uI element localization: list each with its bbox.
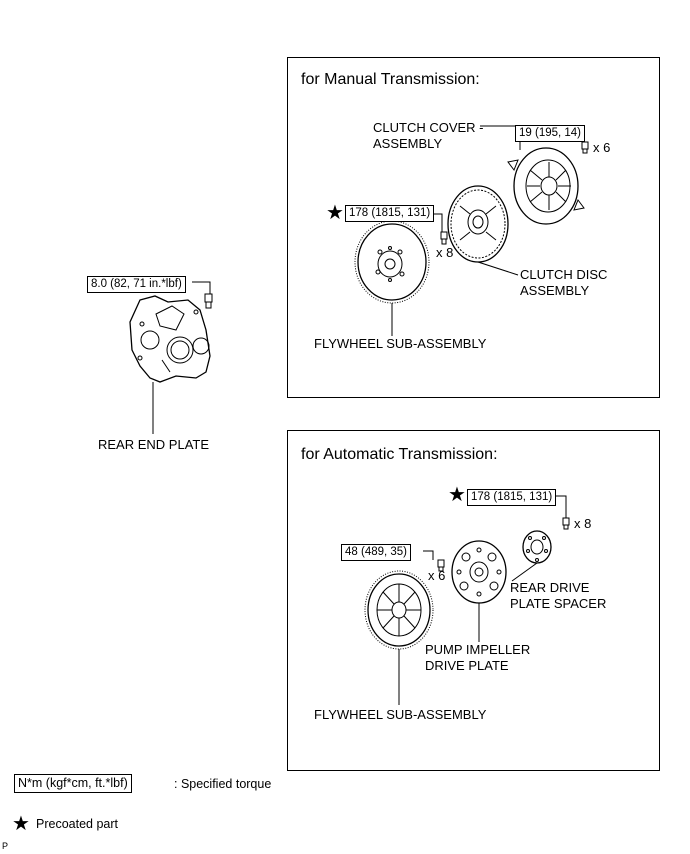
star-icon: ★ xyxy=(12,813,30,835)
manual-flywheel-part xyxy=(354,220,430,304)
manual-flywheel-qty: x 8 xyxy=(436,245,454,260)
clutch-cover-label: CLUTCH COVER - ASSEMBLY xyxy=(373,120,484,151)
clutch-cover-torque: 19 (195, 14) xyxy=(515,125,586,142)
rear-end-plate-label: REAR END PLATE xyxy=(98,437,210,452)
clutch-cover-qty: x 6 xyxy=(593,140,611,155)
drive-plate-qty: x 6 xyxy=(428,568,446,583)
legend-torque-box: N*m (kgf*cm, ft.*lbf) xyxy=(14,774,132,793)
auto-flywheel-part xyxy=(364,570,434,650)
rear-end-plate-part xyxy=(129,295,211,383)
legend-torque-desc: : Specified torque xyxy=(174,777,272,791)
manual-flywheel-bolt xyxy=(440,231,448,245)
spacer-qty: x 8 xyxy=(574,516,592,531)
manual-panel-title: for Manual Transmission: xyxy=(301,71,480,88)
manual-transmission-panel xyxy=(287,57,660,398)
manual-flywheel-torque: 178 (1815, 131) xyxy=(345,205,435,222)
clutch-disc-label: CLUTCH DISC ASSEMBLY xyxy=(520,267,608,298)
rear-end-plate-bolt xyxy=(204,293,213,309)
auto-flywheel-label: FLYWHEEL SUB-ASSEMBLY xyxy=(314,707,487,722)
drive-plate-bolt xyxy=(437,559,445,572)
star-icon: ★ xyxy=(326,202,344,224)
automatic-transmission-panel xyxy=(287,430,660,771)
automatic-panel-title: for Automatic Transmission: xyxy=(301,446,498,463)
spacer-torque: 178 (1815, 131) xyxy=(467,489,557,506)
manual-flywheel-label: FLYWHEEL SUB-ASSEMBLY xyxy=(314,336,487,351)
legend-star-desc: Precoated part xyxy=(36,817,118,831)
clutch-cover-part xyxy=(507,147,585,225)
clutch-cover-bolt xyxy=(581,141,589,154)
corner-mark: P xyxy=(2,841,9,851)
pump-impeller-drive-plate-label: PUMP IMPELLER DRIVE PLATE xyxy=(425,642,531,673)
drive-plate-torque: 48 (489, 35) xyxy=(341,544,412,561)
rear-end-plate-torque: 8.0 (82, 71 in.*lbf) xyxy=(87,276,186,293)
rear-drive-plate-spacer-label: REAR DRIVE PLATE SPACER xyxy=(510,580,607,611)
star-icon: ★ xyxy=(448,484,466,506)
